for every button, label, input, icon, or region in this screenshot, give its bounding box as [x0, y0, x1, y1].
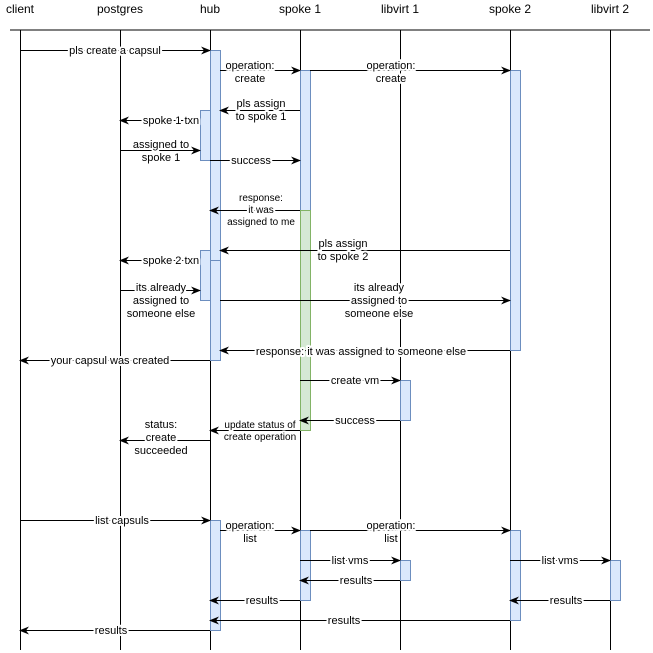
message-label: response: [239, 193, 283, 204]
message-label: list [384, 533, 397, 545]
message-arrow: your capsul was created [19, 353, 210, 369]
message-label: spoke 1 [142, 152, 181, 164]
message-label: list vms [542, 555, 579, 567]
message-arrow: list capsuls [20, 513, 211, 529]
activation-bar [210, 520, 221, 631]
message-label: status: [145, 419, 177, 431]
message-label: pls create a capsul [69, 45, 161, 57]
message-label: someone else [345, 308, 414, 320]
message-label: assigned to [133, 295, 189, 307]
message-arrow: results [209, 593, 300, 609]
participant-libvirt-1: libvirt 1 [381, 2, 419, 16]
message-label: success [335, 415, 375, 427]
message-arrow: response: it was assigned to someone els… [219, 344, 510, 360]
message-label: assigned to [133, 139, 189, 151]
message-label: to spoke 2 [318, 251, 369, 263]
message-arrow: operation:list [310, 518, 511, 547]
message-label: its already [354, 282, 405, 294]
message-label: list [243, 533, 256, 545]
message-arrow: results [509, 593, 610, 609]
message-label: operation: [226, 520, 275, 532]
activation-bar [510, 530, 521, 621]
message-label: succeeded [134, 445, 187, 457]
message-label: assigned to [351, 295, 407, 307]
message-label: operation: [367, 60, 416, 72]
activation-bar [200, 110, 211, 161]
message-label: results [95, 625, 128, 637]
message-label: pls assign [319, 238, 368, 250]
message-label: someone else [127, 308, 196, 320]
message-label: create operation [224, 432, 296, 443]
message-label: it was [248, 205, 274, 216]
message-label: create [376, 73, 407, 85]
activation-bar [210, 260, 221, 361]
message-label: create vm [331, 375, 379, 387]
participant-spoke-2: spoke 2 [489, 2, 531, 16]
message-arrow: operation:create [310, 58, 511, 87]
activation-bar [300, 70, 311, 211]
message-arrow: operation:list [220, 518, 301, 547]
message-label: spoke 2 txn [143, 255, 199, 267]
participant-spoke-1: spoke 1 [279, 2, 321, 16]
message-label: success [231, 155, 271, 167]
message-arrow: spoke 2 txn [119, 253, 201, 269]
message-label: operation: [226, 60, 275, 72]
message-label: your capsul was created [51, 355, 170, 367]
message-label: results [340, 575, 373, 587]
message-label: its already [136, 282, 187, 294]
message-label: create [235, 73, 266, 85]
activation-bar [610, 560, 621, 601]
message-label: operation: [367, 520, 416, 532]
message-label: results [246, 595, 279, 607]
message-arrow: success [299, 413, 400, 429]
activation-bar [300, 530, 311, 601]
activation-bar [400, 380, 411, 421]
message-arrow: results [209, 613, 510, 629]
message-label: assigned to me [227, 217, 295, 228]
message-label: create [146, 432, 177, 444]
lifelines [20, 30, 611, 650]
participant-libvirt-2: libvirt 2 [591, 2, 629, 16]
message-arrow: list vms [510, 553, 611, 569]
message-label: list vms [332, 555, 369, 567]
participant-headers: client postgres hub spoke 1 libvirt 1 spoke 2… [6, 2, 629, 16]
participant-hub: hub [200, 2, 220, 16]
activation-bar [510, 70, 521, 351]
message-label: spoke 1 txn [143, 115, 199, 127]
message-arrow: operation:create [220, 58, 301, 87]
message-arrow: results [299, 573, 400, 589]
message-label: pls assign [237, 98, 286, 110]
message-label: response: it was assigned to someone els… [256, 346, 466, 358]
message-label: results [328, 615, 361, 627]
message-arrow: results [19, 623, 210, 639]
message-arrow: create vm [300, 373, 401, 389]
participant-postgres: postgres [97, 2, 143, 16]
messages: pls create a capsuloperation:createopera… [19, 43, 611, 639]
activation-bar [400, 560, 411, 581]
message-label: results [550, 595, 583, 607]
message-arrow: list vms [300, 553, 401, 569]
activation-bars [200, 50, 621, 631]
activation-bar [200, 250, 211, 301]
message-arrow: success [210, 153, 301, 169]
activation-bar [300, 210, 311, 431]
message-label: update status of [224, 420, 295, 431]
message-arrow: pls create a capsul [20, 43, 211, 59]
message-label: list capsuls [95, 515, 149, 527]
message-label: to spoke 1 [236, 111, 287, 123]
participant-client: client [6, 2, 35, 16]
message-arrow: spoke 1 txn [119, 113, 201, 129]
